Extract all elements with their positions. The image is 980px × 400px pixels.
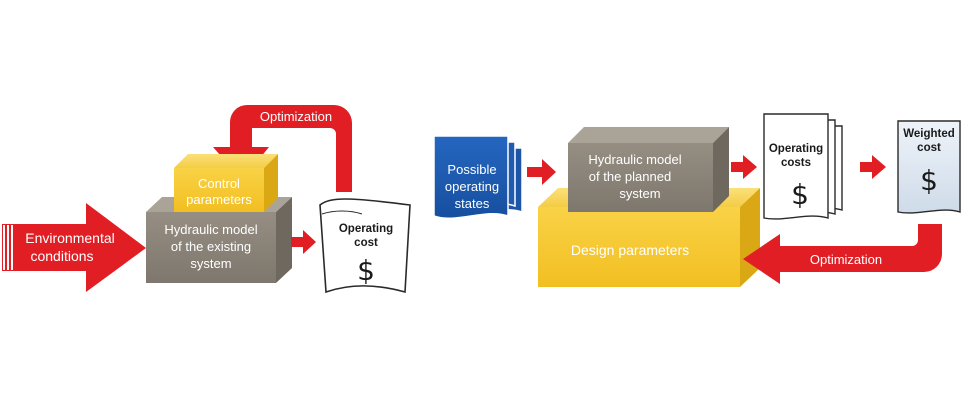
- optimization-feedback-arrow-right: [743, 224, 942, 284]
- control-parameters-box: [174, 154, 278, 212]
- hydraulic-model-existing-line-1: Hydraulic model: [164, 222, 257, 237]
- environmental-conditions-arrow: [2, 203, 146, 292]
- operating-cost-left-line-1: Operating: [339, 223, 393, 235]
- control-parameters-line-1: Control: [198, 176, 240, 191]
- environmental-conditions-line-1: Environmental: [25, 230, 115, 246]
- possible-states-line-3: states: [455, 196, 490, 211]
- arrow-to-operating-cost: [291, 230, 316, 254]
- arrow-to-weighted-cost: [860, 155, 886, 179]
- optimization-label-right: Optimization: [810, 252, 882, 267]
- operating-cost-document-left: [319, 198, 411, 294]
- hydraulic-model-planned-line-1: Hydraulic model: [588, 152, 681, 167]
- dollar-icon-operating-costs: $: [791, 178, 809, 211]
- possible-states-line-1: Possible: [447, 162, 496, 177]
- optimization-label-left: Optimization: [260, 109, 332, 124]
- control-parameters-line-2: parameters: [186, 192, 252, 207]
- dollar-icon-weighted-cost: $: [920, 164, 938, 197]
- possible-states-documents: [433, 135, 523, 220]
- hydraulic-model-existing-line-3: system: [190, 256, 231, 271]
- hydraulic-model-planned-line-2: of the planned: [589, 169, 671, 184]
- weighted-cost-document: [897, 120, 961, 214]
- hydraulic-model-existing-line-2: of the existing: [171, 239, 251, 254]
- arrow-to-planned-model: [527, 159, 556, 185]
- possible-states-line-2: operating: [445, 179, 499, 194]
- operating-costs-line-1: Operating: [769, 143, 823, 155]
- arrow-to-operating-costs: [731, 155, 757, 179]
- weighted-cost-line-2: cost: [917, 142, 941, 154]
- weighted-cost-line-1: Weighted: [903, 128, 955, 140]
- design-parameters-label: Design parameters: [571, 242, 689, 258]
- hydraulic-model-planned-box: [568, 127, 729, 212]
- operating-costs-line-2: costs: [781, 157, 811, 169]
- operating-cost-left-line-2: cost: [354, 237, 378, 249]
- environmental-conditions-line-2: conditions: [30, 248, 93, 264]
- dollar-icon-left: $: [357, 254, 375, 287]
- hydraulic-model-planned-line-3: system: [619, 186, 660, 201]
- operating-costs-documents: [763, 113, 843, 220]
